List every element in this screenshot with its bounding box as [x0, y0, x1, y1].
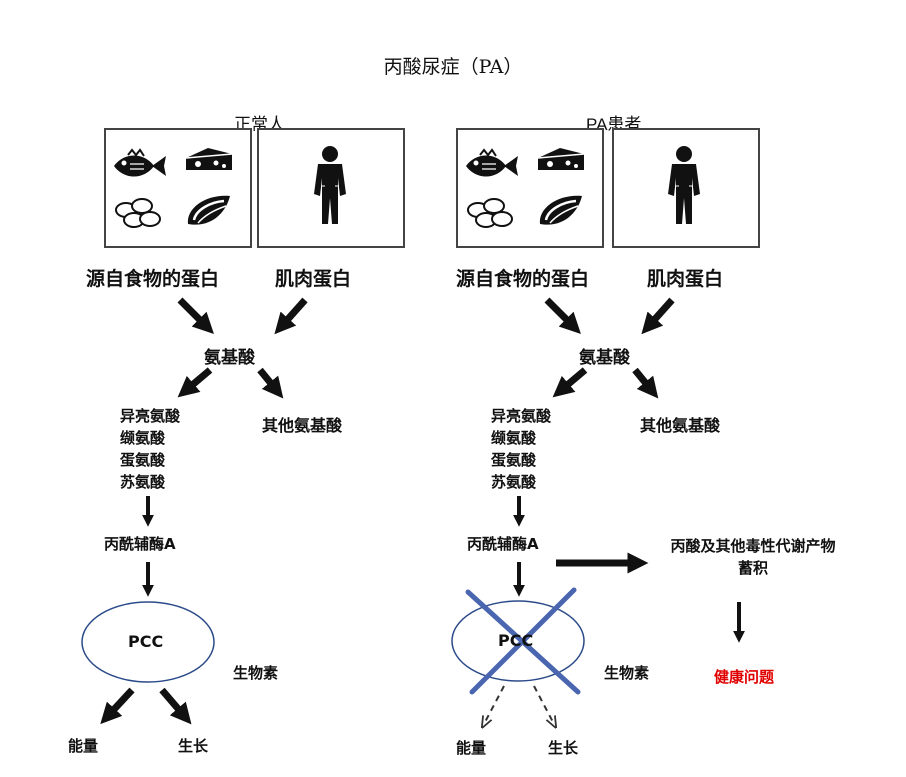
dashed-arrow-growth-right: [533, 685, 554, 724]
fish-icon: [465, 149, 519, 178]
arrow-aa-to-other-left: [257, 367, 284, 399]
right-food-protein-label: 源自食物的蛋白: [456, 268, 590, 290]
pcc-ellipse-left: [81, 601, 215, 683]
arrow-aa-to-specific-left: [177, 367, 213, 398]
right-propionyl-coa-label: 丙酰辅酶A: [467, 535, 539, 553]
arrow-pcc-to-energy-left: [100, 687, 135, 725]
cheese-icon: [537, 147, 585, 171]
health-problem-label: 健康问题: [714, 668, 775, 686]
meat-icon: [186, 194, 232, 226]
cheese-icon: [185, 147, 233, 171]
person-icon: [313, 145, 347, 225]
arrow-muscle-to-aa-right: [641, 297, 675, 335]
page-title: 丙酸尿症（PA）: [383, 56, 523, 78]
right-muscle-protein-label: 肌肉蛋白: [647, 268, 724, 290]
aa-item: 缬氨酸: [120, 429, 166, 447]
left-growth-label: 生长: [178, 737, 209, 755]
right-amino-acids-label: 氨基酸: [579, 348, 630, 368]
arrow-aa-to-specific-right: [552, 367, 588, 398]
dashed-arrow-energy-right: [484, 685, 505, 724]
arrow-aa-to-other-right: [632, 367, 659, 399]
left-specific-aa-list: 异亮氨酸 缬氨酸 蛋氨酸 苏氨酸: [120, 405, 180, 493]
fish-icon: [113, 149, 167, 178]
pcc-ellipse-right: [451, 600, 585, 682]
aa-item: 异亮氨酸: [120, 407, 181, 425]
right-pcc-label: PCC: [498, 631, 534, 650]
right-energy-label: 能量: [456, 739, 487, 757]
left-other-aa-label: 其他氨基酸: [262, 416, 343, 435]
left-food-box: [104, 128, 252, 248]
aa-item: 蛋氨酸: [491, 451, 537, 469]
right-food-box: [456, 128, 604, 248]
left-food-protein-label: 源自食物的蛋白: [86, 268, 220, 290]
left-biotin-label: 生物素: [233, 664, 279, 682]
aa-item: 异亮氨酸: [491, 407, 552, 425]
right-specific-aa-list: 异亮氨酸 缬氨酸 蛋氨酸 苏氨酸: [491, 405, 551, 493]
arrow-food-to-aa-left: [177, 297, 214, 334]
left-pcc-label: PCC: [128, 632, 164, 651]
eggs-icon: [467, 198, 513, 228]
right-growth-label: 生长: [548, 739, 579, 757]
aa-item: 蛋氨酸: [120, 451, 166, 469]
aa-item: 缬氨酸: [491, 429, 537, 447]
accumulation-label: 丙酸及其他毒性代谢产物 蓄积: [670, 537, 836, 577]
arrow-muscle-to-aa-left: [274, 297, 308, 335]
left-propionyl-coa-label: 丙酰辅酶A: [104, 535, 176, 553]
right-biotin-label: 生物素: [604, 664, 650, 682]
aa-item: 苏氨酸: [491, 473, 537, 491]
meat-icon: [538, 194, 584, 226]
right-other-aa-label: 其他氨基酸: [640, 416, 721, 435]
arrow-pcc-to-growth-left: [159, 687, 192, 725]
eggs-icon: [115, 198, 161, 228]
blocked-cross-icon: [465, 587, 581, 695]
left-amino-acids-label: 氨基酸: [204, 348, 255, 368]
left-energy-label: 能量: [68, 737, 99, 755]
arrow-food-to-aa-right: [544, 297, 581, 334]
left-muscle-protein-label: 肌肉蛋白: [275, 268, 352, 290]
person-icon: [667, 145, 701, 225]
aa-item: 苏氨酸: [120, 473, 166, 491]
